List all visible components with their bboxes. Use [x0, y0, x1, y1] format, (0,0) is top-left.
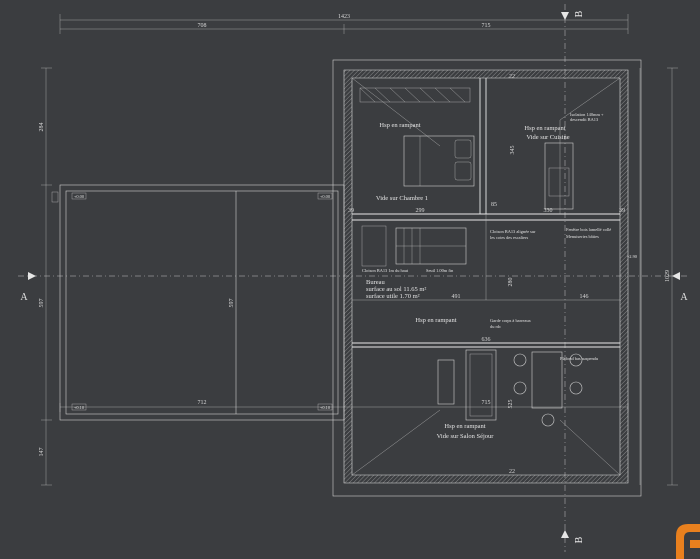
section-b-top-label: B: [574, 10, 585, 17]
dim-deck-width: 597: [229, 299, 235, 308]
dim-top-mark: 22: [509, 74, 515, 80]
deck-corner-br: +0.10: [320, 405, 331, 410]
deck-corner-bl: +0.10: [74, 405, 85, 410]
dim-left-middle: 597: [39, 299, 45, 308]
kitchen-note-1: Isolation 140mm +: [570, 112, 604, 117]
dim-top-total: 1423: [338, 14, 350, 20]
kitchen-note-2: descendit BA13: [570, 117, 599, 122]
dim-bottom-right: 715: [482, 400, 491, 406]
facade-note-2: Menuiseries bâties: [566, 234, 599, 239]
section-b-bottom-label: B: [574, 536, 585, 543]
dim-room-top-right: 345: [510, 146, 516, 155]
bed-furniture: [403, 135, 475, 187]
terrace-deck: +0.00 +0.00 +0.10 +0.10 597: [51, 184, 345, 421]
dim-upper-right: 330: [544, 208, 553, 214]
dim-bottom-mark: 22: [509, 469, 515, 475]
building-walls: [332, 59, 642, 497]
deck-corner-tl: +0.00: [74, 194, 85, 199]
dim-end-right: 39: [619, 208, 625, 214]
interior-dimensions: 22 22 345 299 85 330 39 39 491 146 280 6…: [348, 74, 625, 475]
kitchen-label-1: Hsp en rampant: [524, 125, 565, 132]
stair-note-1: Cloison BA13 alignée sur: [490, 229, 536, 234]
left-dimension-lines: 284 597 147: [39, 67, 52, 486]
wardrobe: [359, 87, 471, 103]
kitchen-unit: [544, 142, 574, 210]
stair-small-note: Seuil 1.00m fin: [426, 268, 454, 273]
bedroom-label-2: Vide sur Chambre 1: [376, 195, 428, 202]
dim-bottom-left: 712: [198, 400, 207, 406]
garde-note-2: du rdc: [490, 324, 501, 329]
bureau-floor: surface au sol 11.65 m²: [366, 286, 426, 293]
room-labels: Hsp en rampant Vide sur Chambre 1 Hsp en…: [376, 122, 570, 440]
salon-note: Plafond bas suspendu: [560, 356, 599, 361]
dim-end-left: 39: [348, 208, 354, 214]
salon-label-2: Vide sur Salon Séjour: [437, 433, 495, 440]
dim-left-upper: 284: [39, 123, 45, 132]
right-dimension-lines: 1029 +2.90: [627, 67, 678, 486]
bureau-useful: surface utile 1.70 m²: [366, 293, 420, 300]
bureau-title: Bureau: [366, 279, 386, 286]
cloison-note: Cloison BA13 1m du haut: [362, 268, 409, 273]
section-a-left-label: A: [20, 292, 28, 303]
deck-corner-tr: +0.00: [320, 194, 331, 199]
dim-middle-right: 146: [580, 294, 589, 300]
kitchen-label-2: Vide sur Cuisine: [526, 134, 569, 141]
section-axis-b: B B: [561, 4, 585, 552]
facade-note-1: Fenêtre bois lamellé collé: [566, 227, 611, 232]
salon-label-1: Hsp en rampant: [444, 423, 485, 430]
annotations: Bureau surface au sol 11.65 m² surface u…: [362, 112, 611, 361]
dim-bottom-room: 525: [508, 400, 514, 409]
bedroom-label-1: Hsp en rampant: [379, 122, 420, 129]
dim-top-left: 708: [198, 23, 207, 29]
stair: [361, 225, 467, 267]
dim-stair-mark: 280: [508, 278, 514, 287]
dim-left-lower: 147: [39, 448, 45, 457]
section-a-right-label: A: [680, 292, 688, 303]
salon-furniture: [437, 349, 583, 427]
section-axis-a: A A: [18, 272, 690, 303]
dim-upper-mid: 85: [491, 202, 497, 208]
dim-lower-row: 636: [482, 337, 491, 343]
dim-upper-left: 299: [416, 208, 425, 214]
brand-logo-mark: [676, 524, 700, 559]
garde-note-1: Garde corps à barreaux: [490, 318, 532, 323]
dim-top-right: 715: [482, 23, 491, 29]
level-tag: +2.90: [627, 254, 638, 259]
dim-middle-left: 491: [452, 294, 461, 300]
top-dimension-lines: 1423 708 715: [59, 14, 629, 34]
stair-note-2: les cotes des escaliers: [490, 235, 528, 240]
mid-label: Hsp en rampant: [415, 317, 456, 324]
